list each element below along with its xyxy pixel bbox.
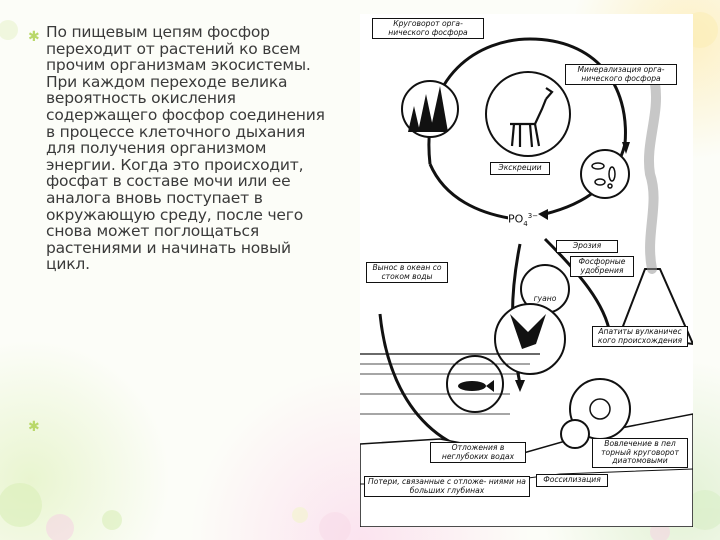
trees-icon [408,86,448,132]
po4-subscript: 4 [523,219,528,228]
po4-superscript: 3− [527,212,539,220]
label-apatites: Апатиты вулканичес кого происхождения [592,326,688,348]
volcano-icon [618,79,693,346]
label-excretion: Экскреции [490,162,550,175]
phosphorus-cycle-diagram: Круговорот орга- нического фосфора Минер… [360,14,693,527]
label-shallow-deposit: Отложения в неглубоких водах [430,442,526,464]
label-phosphate: PO43− [508,212,539,228]
label-fertilizers: Фосфорные удобрения [570,256,634,278]
arrowhead-icon [515,380,525,392]
label-runoff: Вынос в океан со стоком воды [366,262,448,284]
bullet-icon: ✱ [28,29,40,45]
arrowhead-icon [538,209,548,220]
label-deep-cycle: Вовлечение в пел торный круговорот диато… [592,438,688,468]
arrowhead-icon [622,142,630,154]
label-mineralization: Минерализация орга- нического фосфора [565,64,677,86]
fertilizer-arc [543,237,612,335]
label-guano: гуано [533,294,557,303]
left-return-arrow [428,163,516,221]
bacteria-icon [591,162,616,189]
label-organic-cycle: Круговорот орга- нического фосфора [372,18,484,40]
label-erosion: Эрозия [556,240,618,253]
po4-base: PO [508,212,524,226]
deer-icon [510,87,554,148]
slide-body-text: По пищевым цепям фосфор переходит от рас… [46,23,325,274]
bird-icon [510,314,546,349]
label-fossilization: Фоссилизация [536,474,608,487]
fish-icon [458,380,494,392]
label-deep-losses: Потери, связанные с отложе- ниями на бол… [364,476,530,498]
bullet-icon: ✱ [28,419,40,435]
